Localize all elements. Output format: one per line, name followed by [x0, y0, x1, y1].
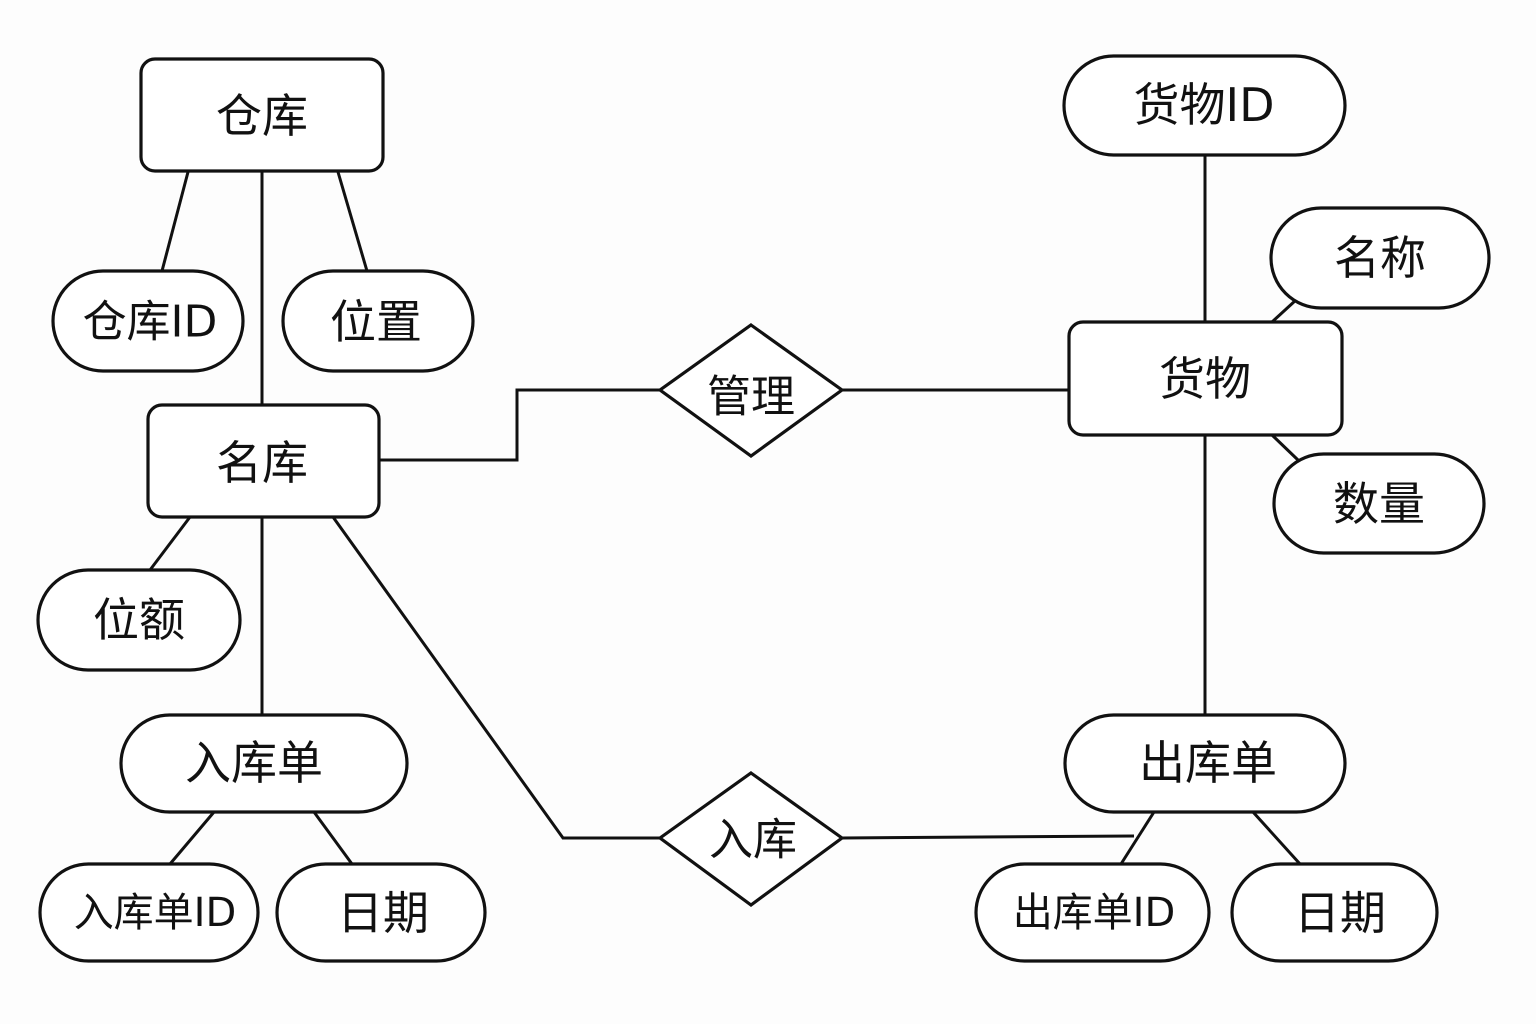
attribute-warehouse-id[interactable]: 仓库ID — [51, 269, 245, 373]
entity-inbound-order[interactable]: 入库单 — [119, 713, 409, 814]
attribute-goods-name[interactable]: 名称 — [1269, 206, 1491, 310]
entity-store-label: 名库 — [216, 436, 308, 490]
attribute-warehouse-location[interactable]: 位置 — [281, 269, 475, 373]
edge-inbound-order-date — [312, 811, 354, 865]
attribute-outbound-order-id[interactable]: 出库单ID — [974, 862, 1211, 963]
attribute-inbound-date-label: 日期 — [337, 886, 429, 940]
attribute-goods-name-label: 名称 — [1334, 231, 1426, 285]
attribute-store-quota-label: 位额 — [93, 593, 185, 647]
edge-warehouse-warehouse-id — [160, 171, 190, 272]
relationship-manage[interactable]: 管理 — [657, 323, 845, 458]
edge-warehouse-location — [336, 171, 369, 272]
attribute-inbound-order-id[interactable]: 入库单ID — [38, 862, 260, 963]
attribute-goods-quantity-label: 数量 — [1333, 477, 1425, 531]
attribute-inbound-order-id-label: 入库单ID — [74, 890, 237, 936]
attribute-goods-id[interactable]: 货物ID — [1062, 54, 1347, 157]
attribute-store-quota[interactable]: 位额 — [36, 568, 242, 672]
relationship-manage-label: 管理 — [707, 372, 795, 423]
edge-outbound-order-date — [1251, 810, 1302, 866]
entity-outbound-order[interactable]: 出库单 — [1063, 713, 1347, 814]
attribute-outbound-order-id-label: 出库单ID — [1013, 890, 1176, 936]
entity-inbound-order-label: 入库单 — [185, 736, 323, 790]
entity-warehouse[interactable]: 仓库 — [139, 57, 385, 173]
edge-store-manage — [380, 388, 660, 462]
edge-inbound-rel-outbound-order — [841, 834, 1135, 840]
edge-store-inbound-rel — [331, 516, 660, 840]
entity-goods[interactable]: 货物 — [1067, 320, 1344, 437]
edge-store-quota — [148, 516, 192, 571]
entity-outbound-order-label: 出库单 — [1139, 736, 1277, 790]
entity-goods-label: 货物 — [1159, 352, 1251, 406]
entity-store[interactable]: 名库 — [146, 403, 381, 519]
relationship-inbound[interactable]: 入库 — [657, 771, 845, 907]
attribute-warehouse-id-label: 仓库ID — [83, 297, 218, 348]
attribute-inbound-date[interactable]: 日期 — [275, 862, 487, 963]
entity-warehouse-label: 仓库 — [216, 89, 308, 143]
attribute-outbound-date-label: 日期 — [1294, 886, 1386, 940]
edge-goods-quantity — [1270, 433, 1300, 462]
edge-outbound-order-id — [1119, 811, 1156, 865]
attribute-goods-quantity[interactable]: 数量 — [1272, 452, 1486, 555]
attribute-outbound-date[interactable]: 日期 — [1230, 862, 1439, 963]
edge-inbound-order-id — [168, 811, 216, 865]
attribute-warehouse-location-label: 位置 — [330, 295, 422, 349]
edge-goods-name — [1270, 298, 1298, 324]
edges — [148, 155, 1302, 866]
attribute-goods-id-label: 货物ID — [1134, 78, 1275, 132]
relationship-inbound-label: 入库 — [709, 815, 797, 866]
